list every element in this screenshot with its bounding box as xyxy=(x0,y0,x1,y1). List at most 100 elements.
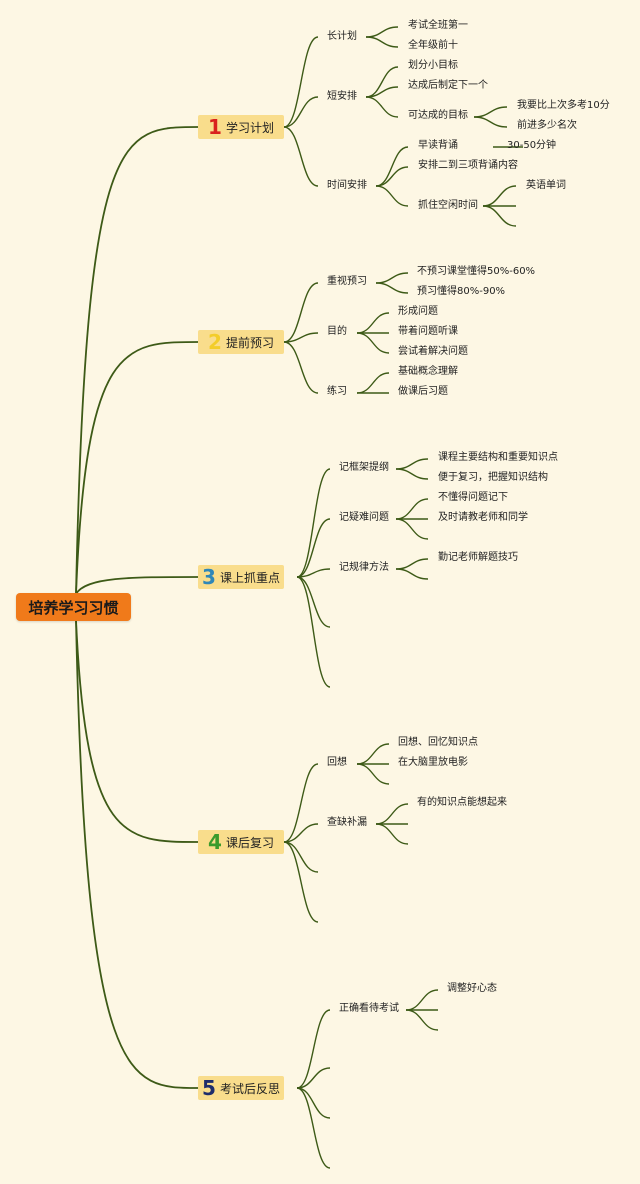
connector-line xyxy=(356,372,390,394)
connector-line xyxy=(482,185,517,207)
node-leaf[interactable]: 勤记老师解题技巧 xyxy=(438,552,518,563)
node-leaf[interactable]: 前进多少名次 xyxy=(517,120,577,131)
node-achievable-goal[interactable]: 可达成的目标 xyxy=(408,110,468,121)
node-leaf[interactable]: 做课后习题 xyxy=(398,386,448,397)
branch-label: 课后复习 xyxy=(225,835,274,850)
node-leaf[interactable]: 不预习课堂懂得50%-60% xyxy=(417,266,536,277)
connector-line xyxy=(375,166,409,187)
connector-line xyxy=(296,576,331,628)
node-leaf[interactable]: 及时请教老师和同学 xyxy=(438,512,528,523)
connector-line xyxy=(283,341,319,394)
node-method-notes[interactable]: 记规律方法 xyxy=(339,562,389,573)
connector-line xyxy=(75,576,199,595)
node-leaf[interactable]: 30-50分钟 xyxy=(507,140,557,151)
branch-number: 5 xyxy=(202,1076,216,1100)
connector-line xyxy=(75,126,199,595)
node-leaf[interactable]: 英语单词 xyxy=(526,180,566,191)
connector-line xyxy=(283,823,319,843)
branch-preview[interactable]: 2 提前预习 xyxy=(198,330,284,354)
branch-review[interactable]: 4 课后复习 xyxy=(198,830,284,854)
connector-line xyxy=(356,743,390,765)
connector-line xyxy=(356,332,390,354)
node-leaf[interactable]: 带着问题听课 xyxy=(398,326,458,337)
branch-label: 提前预习 xyxy=(225,335,274,350)
connector-line xyxy=(283,96,319,128)
branch-study-plan[interactable]: 1 学习计划 xyxy=(198,115,284,139)
connector-line xyxy=(283,763,319,843)
node-time-arrangement[interactable]: 时间安排 xyxy=(327,180,367,191)
root-node[interactable]: 培养学习习惯 xyxy=(16,593,131,621)
connector-line xyxy=(296,1067,331,1089)
node-leaf[interactable]: 达成后制定下一个 xyxy=(408,80,488,91)
node-leaf[interactable]: 形成问题 xyxy=(398,306,438,317)
connector-line xyxy=(395,498,429,520)
connector-line xyxy=(365,26,399,38)
node-value-preview[interactable]: 重视预习 xyxy=(327,276,367,287)
node-leaf[interactable]: 不懂得问题记下 xyxy=(438,492,508,503)
connector-line xyxy=(283,841,319,873)
connector-line xyxy=(473,116,508,128)
node-difficult-questions[interactable]: 记疑难问题 xyxy=(339,512,389,523)
connector-line xyxy=(283,841,319,923)
node-leaf[interactable]: 基础概念理解 xyxy=(398,366,458,377)
connector-line xyxy=(75,619,199,843)
node-leaf[interactable]: 考试全班第一 xyxy=(408,20,468,31)
connector-line xyxy=(356,763,390,785)
connector-line xyxy=(405,1009,439,1031)
branch-class-focus[interactable]: 3 课上抓重点 xyxy=(198,565,284,589)
node-leaf[interactable]: 尝试着解决问题 xyxy=(398,346,468,357)
connector-line xyxy=(375,146,409,187)
connector-line xyxy=(405,989,439,1011)
connector-line xyxy=(375,823,409,845)
connector-line xyxy=(395,518,429,540)
node-leaf[interactable]: 我要比上次多考10分 xyxy=(517,100,610,111)
connector-line xyxy=(296,518,331,578)
node-leaf[interactable]: 划分小目标 xyxy=(408,60,458,71)
connector-line xyxy=(395,568,429,580)
node-practice[interactable]: 练习 xyxy=(327,386,347,397)
node-morning-reading[interactable]: 早读背诵 xyxy=(418,140,458,151)
branch-exam-reflection[interactable]: 5 考试后反思 xyxy=(198,1076,284,1100)
connector-line xyxy=(283,332,319,343)
node-leaf[interactable]: 回想、回忆知识点 xyxy=(398,737,478,748)
connector-line xyxy=(365,36,399,48)
node-fill-gaps[interactable]: 查缺补漏 xyxy=(327,817,367,828)
connector-line xyxy=(395,558,429,570)
node-leaf[interactable]: 课程主要结构和重要知识点 xyxy=(438,452,558,463)
connector-line xyxy=(283,36,319,128)
node-leaf[interactable]: 全年级前十 xyxy=(408,40,458,51)
connector-line xyxy=(283,126,319,187)
connector-line xyxy=(375,272,409,284)
branch-label: 课上抓重点 xyxy=(219,570,280,585)
connector-line xyxy=(375,803,409,825)
connector-line xyxy=(395,458,429,470)
node-leaf[interactable]: 在大脑里放电影 xyxy=(398,757,468,768)
node-leaf[interactable]: 预习懂得80%-90% xyxy=(417,286,506,297)
connector-line xyxy=(296,1087,331,1169)
connector-line xyxy=(296,576,331,688)
connector-line xyxy=(75,619,199,1089)
connector-line xyxy=(375,185,409,207)
branch-label: 考试后反思 xyxy=(219,1081,280,1096)
node-free-time[interactable]: 抓住空闲时间 xyxy=(418,200,478,211)
node-short-arrangement[interactable]: 短安排 xyxy=(327,91,357,102)
node-outline-notes[interactable]: 记框架提纲 xyxy=(339,462,389,473)
connector-line xyxy=(296,1009,331,1089)
connector-line xyxy=(365,96,399,118)
connector-line xyxy=(482,205,517,227)
node-leaf[interactable]: 调整好心态 xyxy=(447,983,497,994)
root-label: 培养学习习惯 xyxy=(28,598,119,617)
node-purpose[interactable]: 目的 xyxy=(327,326,347,337)
node-recall[interactable]: 回想 xyxy=(327,757,347,768)
node-leaf[interactable]: 便于复习，把握知识结构 xyxy=(438,472,548,483)
node-leaf[interactable]: 安排二到三项背诵内容 xyxy=(418,160,518,171)
connector-line xyxy=(296,568,331,578)
node-leaf[interactable]: 有的知识点能想起来 xyxy=(417,797,507,808)
node-long-plan[interactable]: 长计划 xyxy=(327,31,357,42)
node-view-exam[interactable]: 正确看待考试 xyxy=(339,1003,399,1014)
connector-line xyxy=(356,312,390,334)
branch-number: 1 xyxy=(208,115,222,139)
connector-line xyxy=(296,468,331,578)
connector-line xyxy=(283,282,319,343)
